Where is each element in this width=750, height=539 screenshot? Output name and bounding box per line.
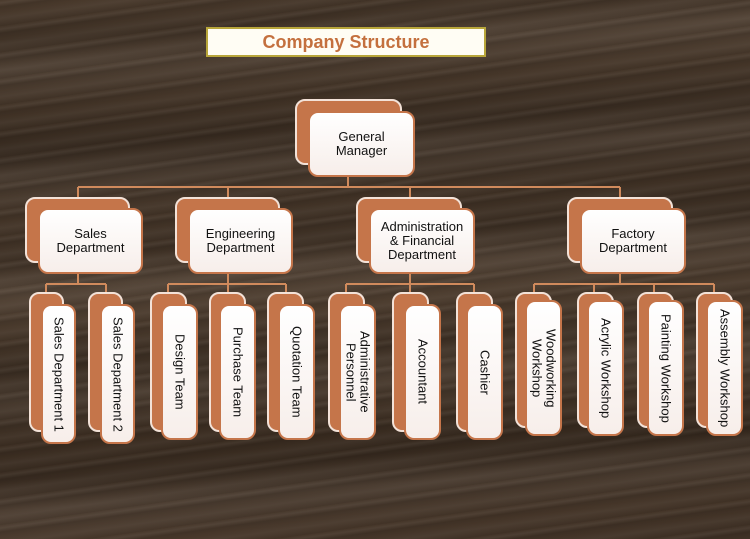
node-label: Quotation Team — [289, 326, 305, 418]
node-accountant: Accountant — [404, 304, 441, 440]
node-quotation-team: Quotation Team — [278, 304, 315, 440]
node-painting-workshop: Painting Workshop — [647, 300, 684, 436]
node-label: Administration & Financial Department — [380, 219, 464, 262]
node-assembly-workshop: Assembly Workshop — [706, 300, 743, 436]
diagram-title: Company Structure — [262, 31, 430, 52]
node-engineering-department: Engineering Department — [188, 208, 293, 274]
node-label: Sales Department 2 — [110, 316, 126, 432]
diagram-title-box: Company Structure — [206, 27, 486, 57]
node-label: Sales Department 1 — [51, 316, 67, 432]
node-label: Sales Department — [56, 226, 125, 255]
node-cashier: Cashier — [466, 304, 503, 440]
node-purchase-team: Purchase Team — [219, 304, 256, 440]
node-design-team: Design Team — [161, 304, 198, 440]
node-sales-department: Sales Department — [38, 208, 143, 274]
node-administration-financial-department: Administration & Financial Department — [369, 208, 475, 274]
node-label: Factory Department — [599, 226, 667, 255]
node-label: Purchase Team — [230, 326, 246, 418]
node-label: General Manager — [335, 129, 388, 158]
node-label: Cashier — [477, 349, 493, 395]
node-administrative-personnel: Administrative Personnel — [339, 304, 376, 440]
node-label: Administrative Personnel — [343, 331, 373, 413]
node-general-manager: General Manager — [308, 111, 415, 177]
node-factory-department: Factory Department — [580, 208, 686, 274]
node-label: Assembly Workshop — [717, 308, 733, 428]
node-label: Acrylic Workshop — [598, 317, 614, 419]
node-sales-department-2: Sales Department 2 — [100, 304, 135, 444]
node-acrylic-workshop: Acrylic Workshop — [587, 300, 624, 436]
node-sales-department-1: Sales Department 1 — [41, 304, 76, 444]
node-label: Woodworking Workshop — [529, 328, 559, 408]
node-woodworking-workshop: Woodworking Workshop — [525, 300, 562, 436]
node-label: Painting Workshop — [658, 313, 674, 423]
node-label: Design Team — [172, 334, 188, 410]
node-label: Engineering Department — [205, 226, 276, 255]
node-label: Accountant — [415, 339, 431, 405]
